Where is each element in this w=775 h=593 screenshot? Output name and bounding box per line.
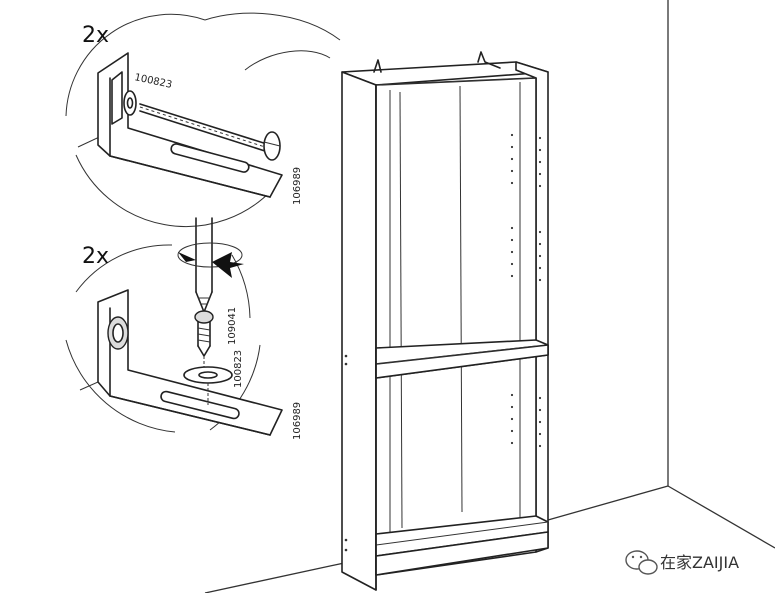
top-bracket-part-number: 106989: [292, 167, 303, 205]
detail-top: [65, 12, 341, 227]
bottom-washer-part-number: 100823: [233, 350, 244, 388]
shelf-pin-holes: [344, 133, 542, 552]
watermark-text: 在家ZAIJIA: [660, 553, 739, 572]
wechat-icon: [625, 550, 658, 575]
bookcase: [341, 51, 549, 591]
bottom-bracket-part-number: 106989: [292, 402, 303, 440]
detail-bottom: [65, 217, 283, 436]
top-washer-part-number: 100823: [133, 72, 173, 91]
bottom-screw-part-number: 109041: [227, 307, 238, 345]
bottom-quantity: 2x: [82, 244, 109, 269]
top-quantity: 2x: [82, 23, 109, 48]
